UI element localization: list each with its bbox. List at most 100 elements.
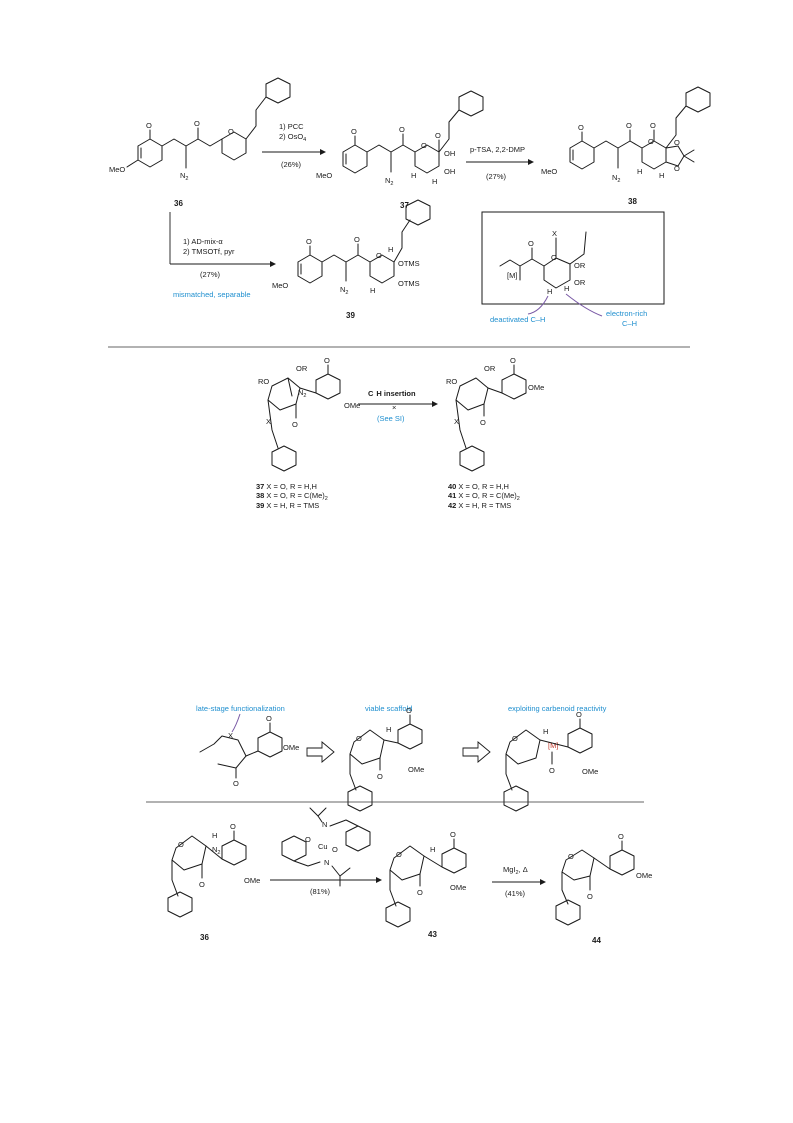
compound-label-39: 39 <box>346 311 355 320</box>
ome-43: OMe <box>450 883 466 892</box>
ome-right: OMe <box>528 383 544 392</box>
ketone-o-s3: O <box>549 766 555 775</box>
ro-label-right: RO <box>446 377 457 386</box>
ketone-o-left: O <box>292 420 298 429</box>
reagent-ad-mix: 1) AD-mix-α <box>183 237 223 246</box>
catalyst-n-2: N <box>324 858 329 867</box>
yield-mgi2: (41%) <box>505 889 526 898</box>
x-label-right: X <box>454 417 459 426</box>
h-38-b: H <box>659 171 664 180</box>
legend-42: 42 X = H, R = TMS <box>448 501 511 510</box>
catalyst-o-2: O <box>332 845 338 854</box>
inset-structure: [M] O O X OR OR H H <box>499 229 603 317</box>
retro-arrow-2 <box>462 741 491 763</box>
compound-39-structure: O MeO N2 O O OTMS OTMS H H <box>272 199 431 296</box>
ro-label-left: RO <box>258 377 269 386</box>
h-38-a: H <box>637 167 642 176</box>
h-s3: H <box>543 727 548 736</box>
h-inset-b: H <box>564 284 569 293</box>
lactone-co-37: O <box>435 131 441 140</box>
hydroxyl-2-37: OH <box>444 167 455 176</box>
legend-38: 38 X = O, R = C(Me)2 <box>256 491 328 502</box>
retro-arrow-1 <box>306 741 335 763</box>
x-label-strategy: X <box>228 731 233 740</box>
ketone-o-s2: O <box>377 772 383 781</box>
ketone-o-44: O <box>587 892 593 901</box>
diazo-n-39: N2 <box>340 285 348 296</box>
ome-36b: OMe <box>244 876 260 885</box>
compound-label-36b: 36 <box>200 933 209 942</box>
ring-o-s3: O <box>512 734 518 743</box>
metal-label-s3: [M] <box>548 741 558 750</box>
ketone-o-s1: O <box>233 779 239 788</box>
diazo-n-36: N2 <box>180 171 188 182</box>
diazo-n-37: N2 <box>385 176 393 187</box>
compound-label-37: 37 <box>400 201 409 210</box>
pyranone-o-s3: O <box>576 710 582 719</box>
or-label-left: OR <box>296 364 308 373</box>
ketone-o-36: O <box>194 119 200 128</box>
strategy-structure-2: O H O OMe O <box>347 706 424 812</box>
strategy-structure-3: O H [M] O OMe O <box>503 710 598 812</box>
pyranone-o-s1: O <box>266 714 272 723</box>
h-39-b: H <box>388 245 393 254</box>
ketone-o-right: O <box>480 418 486 427</box>
reagent-pcc: 1) PCC <box>279 122 304 131</box>
ring-o-36b: O <box>178 840 184 849</box>
legend-41: 41 X = O, R = C(Me)2 <box>448 491 520 502</box>
x-label-left: X <box>266 417 271 426</box>
compound-37-structure: O MeO N2 O O O OH OH H H <box>316 90 484 187</box>
legend-37: 37 X = O, R = H,H <box>256 482 317 491</box>
ome-s3: OMe <box>582 767 598 776</box>
yield-cu: (81%) <box>310 887 331 896</box>
h-37-b: H <box>432 177 437 186</box>
inset-box <box>481 211 665 305</box>
label-see-si: (See SI) <box>377 414 405 423</box>
legend-39: 39 X = H, R = TMS <box>256 501 319 510</box>
compound-label-43: 43 <box>428 930 437 939</box>
otms-1-39: OTMS <box>398 259 420 268</box>
compound-38-structure: O MeO N2 O O O O O H H <box>541 86 711 184</box>
hydroxyl-1-37: OH <box>444 149 455 158</box>
h-39-a: H <box>370 286 375 295</box>
label-deactivated-ch: deactivated C–H <box>490 315 545 324</box>
yield-step2: (27%) <box>486 172 507 181</box>
lactone-co-38: O <box>650 121 656 130</box>
carbonyl-o-39: O <box>306 237 312 246</box>
ome-s1: OMe <box>283 743 299 752</box>
compound-36-structure: O MeO N2 O O <box>109 77 291 182</box>
carbonyl-o-38: O <box>578 123 584 132</box>
ketone-o-39: O <box>354 235 360 244</box>
ketone-o-43: O <box>417 888 423 897</box>
label-ch-insertion: C H insertion <box>368 389 416 398</box>
compound-44-structure: O O OMe O <box>555 832 652 926</box>
diazo-n-36b: N2 <box>212 845 220 856</box>
catalyst-n-1: N <box>322 820 327 829</box>
ketone-o-37: O <box>399 125 405 134</box>
ketone-o-38: O <box>626 121 632 130</box>
acetonide-o-1-38: O <box>674 138 680 147</box>
arrowhead-37-to-38 <box>528 159 534 165</box>
arrowhead-ch-insertion <box>432 401 438 407</box>
h-43: H <box>430 845 435 854</box>
methoxy-36: MeO <box>109 165 125 174</box>
compound-label-36: 36 <box>174 199 183 208</box>
carbonyl-o-36: O <box>146 121 152 130</box>
methoxy-39: MeO <box>272 281 288 290</box>
h-36b: H <box>212 831 217 840</box>
label-viable-scaffold: viable scaffold <box>365 704 412 713</box>
or-label-right: OR <box>484 364 496 373</box>
products-40-42-structure: RO OR O OMe O X <box>446 356 544 472</box>
ring-o-43: O <box>396 850 402 859</box>
reagent-ptsa: p-TSA, 2,2-DMP <box>470 145 525 154</box>
yield-step3: (27%) <box>200 270 221 279</box>
arrowhead-43-to-44 <box>540 879 546 885</box>
carbonyl-o-37: O <box>351 127 357 136</box>
substrate-36-bicyclic-structure: O H N2 O OMe O <box>167 822 260 918</box>
pyranone-o-s2: O <box>406 706 412 715</box>
ome-left: OMe <box>344 401 360 410</box>
ring-o-39: O <box>376 251 382 260</box>
methoxy-38: MeO <box>541 167 557 176</box>
h-inset-a: H <box>547 287 552 296</box>
ring-o-s2: O <box>356 734 362 743</box>
